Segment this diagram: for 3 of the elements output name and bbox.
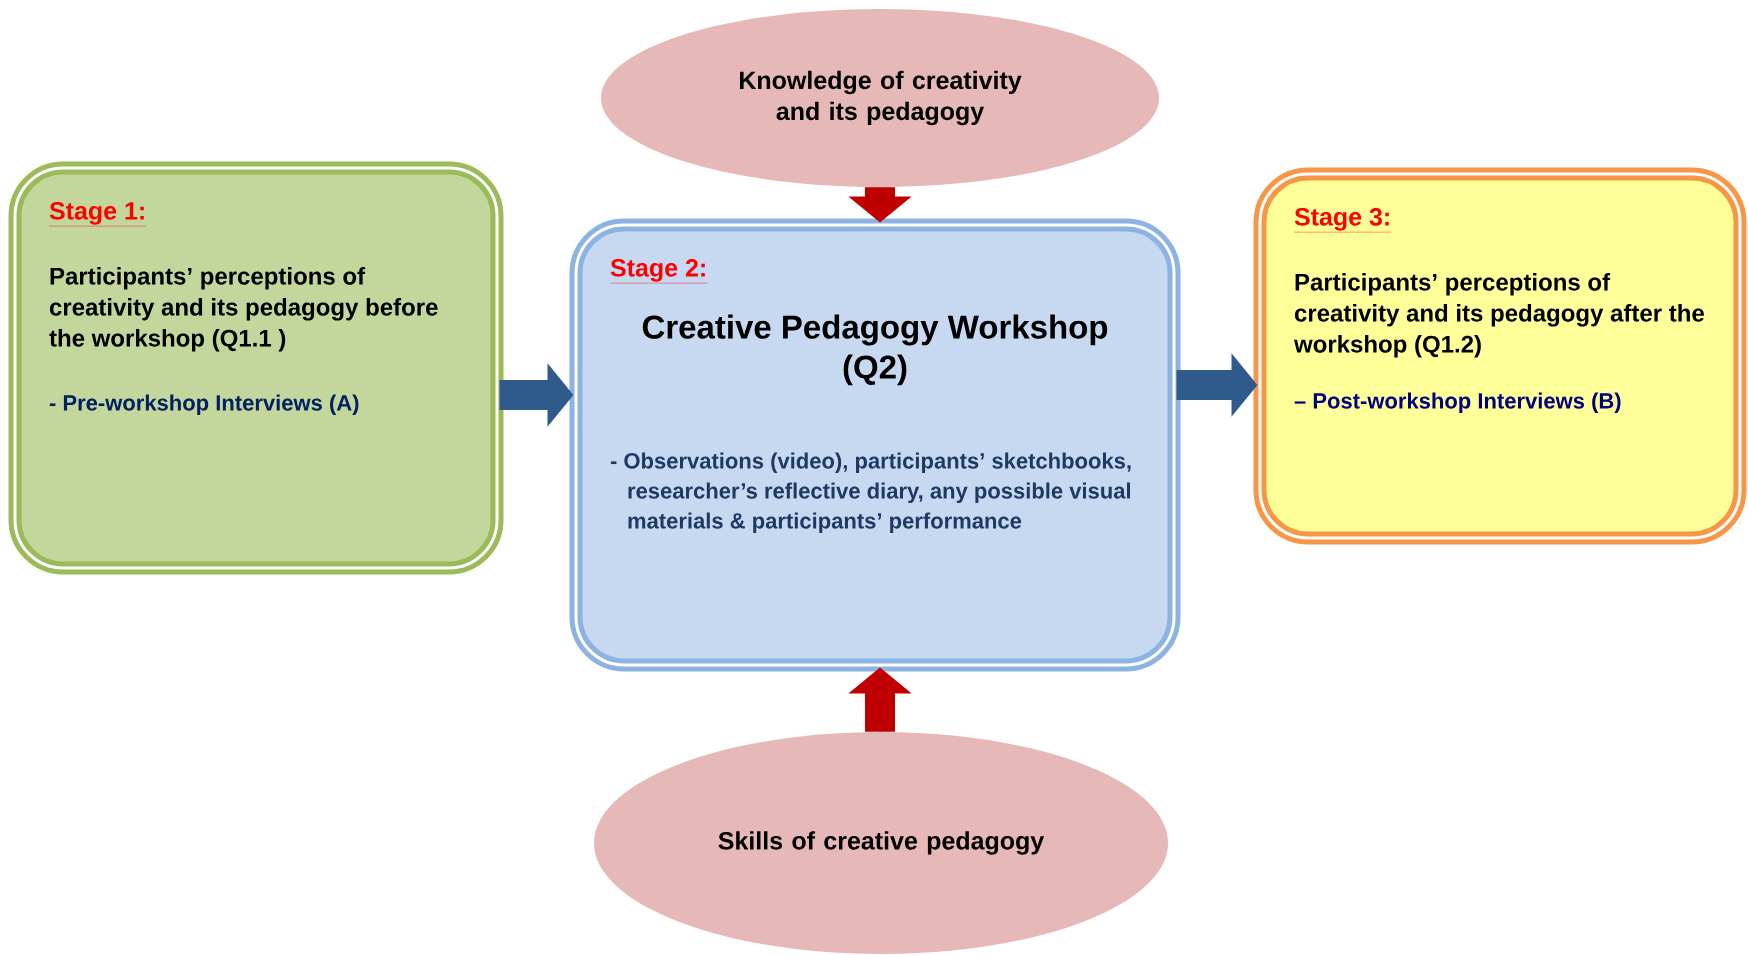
- stage-box: Stage 2: Creative Pedagogy Workshop (Q2) - Observations (video), participants’ sketchbooks, researcher’s reflective diary, any possible visual materials & participants’ performance: [569, 218, 1181, 672]
- stage-box: Stage 1: Participants’ perceptions of creativity and its pedagogy before the workshop (Q1.1 ) - Pre-workshop Interviews (A): [8, 161, 504, 575]
- stage-box: Stage 3: Participants’ perceptions of creativity and its pedagogy after the workshop (Q1.2) – Post-workshop Interviews (B): [1253, 167, 1747, 545]
